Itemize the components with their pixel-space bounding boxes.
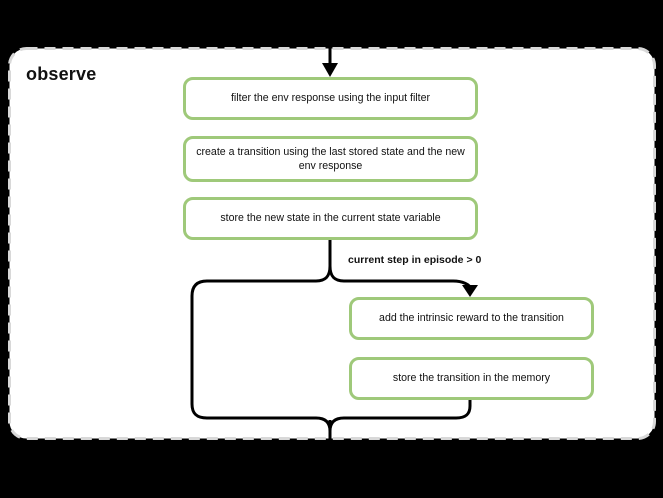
flow-node-store-new-state: store the new state in the current state… <box>183 197 478 240</box>
flow-node-label: store the new state in the current state… <box>220 212 441 225</box>
flow-node-create-transition: create a transition using the last store… <box>183 136 478 182</box>
flow-node-add-intrinsic-reward: add the intrinsic reward to the transiti… <box>349 297 594 340</box>
flow-node-label: create a transition using the last store… <box>196 145 465 172</box>
flow-node-filter-env-response: filter the env response using the input … <box>183 77 478 120</box>
condition-label: current step in episode > 0 <box>348 254 482 266</box>
panel-title: observe <box>26 64 97 84</box>
arrowhead-down-icon <box>322 63 338 77</box>
flow-node-label: add the intrinsic reward to the transiti… <box>379 312 564 325</box>
flow-node-store-transition: store the transition in the memory <box>349 357 594 400</box>
observe-panel <box>8 47 656 440</box>
skip-branch-connector <box>190 265 332 432</box>
flow-node-label: filter the env response using the input … <box>230 92 431 105</box>
arrowhead-down-icon <box>462 285 478 297</box>
flow-node-label: store the transition in the memory <box>392 372 551 385</box>
